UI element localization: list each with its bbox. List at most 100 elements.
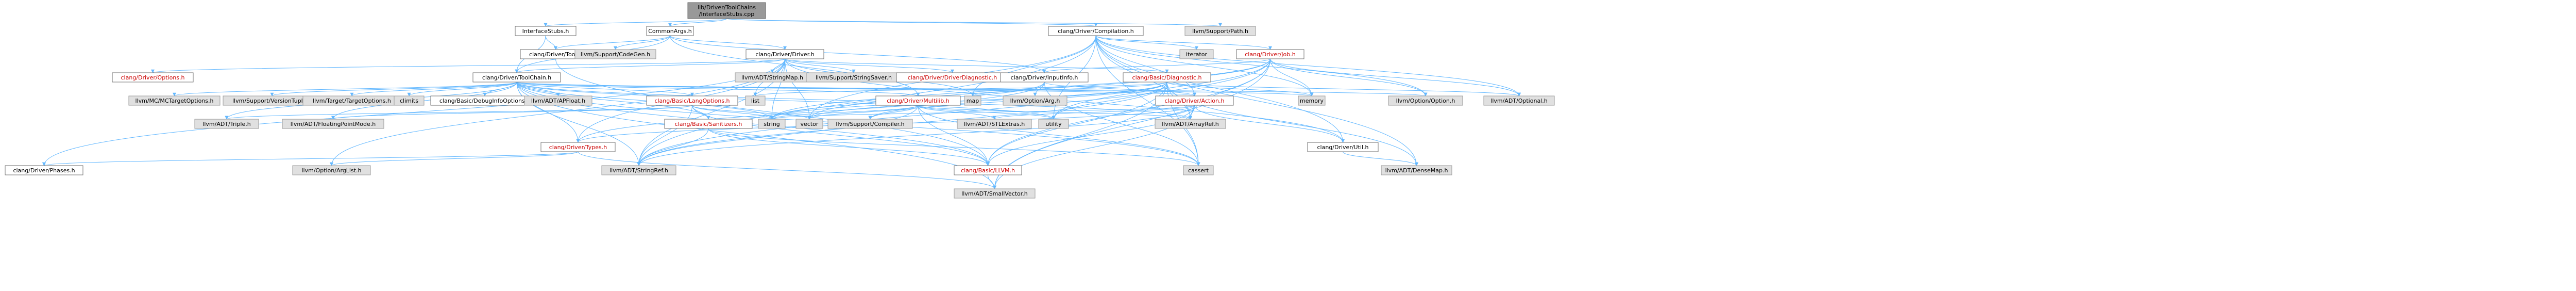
edge-action_h-to-llvm_h <box>986 105 1195 166</box>
edge-langopts_h-to-triple_h <box>225 105 692 120</box>
node-label: clang/Basic/Diagnostic.h <box>1132 74 1202 81</box>
node-box <box>1307 142 1379 152</box>
node-fpmode_h[interactable]: llvm/ADT/FloatingPointMode.h <box>282 119 384 129</box>
edge-inputinfo_h-to-optionarg_h <box>1033 82 1045 96</box>
node-box <box>1483 95 1555 106</box>
node-label: llvm/ADT/APFloat.h <box>531 98 585 104</box>
edge-root-to-compilation_h <box>726 18 1097 27</box>
node-label: clang/Driver/Types.h <box>549 144 607 151</box>
node-box <box>5 165 83 175</box>
node-box <box>1003 95 1067 106</box>
node-label: CommonArgs.h <box>648 28 692 35</box>
node-map[interactable]: map <box>964 95 981 106</box>
edge-job_h-to-optionoption_h <box>1270 58 1428 96</box>
edge-sanitizers_h-to-llvm_h <box>708 128 990 166</box>
node-triple_h[interactable]: llvm/ADT/Triple.h <box>194 119 259 129</box>
node-box <box>540 142 616 152</box>
edge-driver_h-to-options_h <box>151 58 785 73</box>
edge-multilib_h-to-stringref_h <box>637 105 919 166</box>
node-utility[interactable]: utility <box>1038 119 1069 129</box>
node-box <box>524 95 592 106</box>
node-interfacestubs_h[interactable]: InterfaceStubs.h <box>515 26 577 36</box>
node-vector[interactable]: vector <box>795 119 823 129</box>
node-label: clang/Driver/Driver.h <box>755 51 814 58</box>
node-smallvector_h[interactable]: llvm/ADT/SmallVector.h <box>954 188 1036 199</box>
node-stringmap_h[interactable]: llvm/ADT/StringMap.h <box>735 72 810 83</box>
node-label: clang/Basic/LLVM.h <box>961 167 1015 174</box>
node-commonargs_h[interactable]: CommonArgs.h <box>646 26 694 36</box>
node-list[interactable]: list <box>745 95 766 106</box>
node-root[interactable]: lib/Driver/ToolChains/InterfaceStubs.cpp <box>687 2 766 19</box>
edge-toolchain_h-to-targetopts_h <box>350 82 517 96</box>
node-diagnostic_h[interactable]: clang/Basic/Diagnostic.h <box>1123 72 1211 83</box>
node-versiontuple_h[interactable]: llvm/Support/VersionTuple.h <box>223 95 321 106</box>
node-arrayref_h[interactable]: llvm/ADT/ArrayRef.h <box>1155 119 1226 129</box>
node-util_h[interactable]: clang/Driver/Util.h <box>1307 142 1379 152</box>
node-box <box>128 95 221 106</box>
node-optionarg_h[interactable]: llvm/Option/Arg.h <box>1003 95 1067 106</box>
node-toolchain_h[interactable]: clang/Driver/ToolChain.h <box>472 72 561 83</box>
node-cassert[interactable]: cassert <box>1183 165 1214 175</box>
node-stringref_h[interactable]: llvm/ADT/StringRef.h <box>601 165 676 175</box>
node-apfloat_h[interactable]: llvm/ADT/APFloat.h <box>524 95 592 106</box>
edge-langopts_h-to-stringref_h <box>637 105 692 166</box>
node-label: llvm/MC/MCTargetOptions.h <box>135 98 213 104</box>
node-types_h[interactable]: clang/Driver/Types.h <box>540 142 616 152</box>
node-climits[interactable]: climits <box>394 95 425 106</box>
node-inputinfo_h[interactable]: clang/Driver/InputInfo.h <box>1000 72 1089 83</box>
edge-root-to-commonargs_h <box>668 18 727 27</box>
node-llvm_h[interactable]: clang/Basic/LLVM.h <box>954 165 1022 175</box>
node-optional_h[interactable]: llvm/ADT/Optional.h <box>1483 95 1555 106</box>
node-sanitizers_h[interactable]: clang/Basic/Sanitizers.h <box>664 119 753 129</box>
node-box <box>1236 49 1304 59</box>
node-box <box>574 49 656 59</box>
node-compiler_h[interactable]: llvm/Support/Compiler.h <box>827 119 913 129</box>
node-driverdiag_h[interactable]: clang/Driver/DriverDiagnostic.h <box>896 72 1009 83</box>
node-densemap_h[interactable]: llvm/ADT/DenseMap.h <box>1381 165 1452 175</box>
edge-toolchain_h-to-langopts_h <box>516 82 694 96</box>
node-multilib_h[interactable]: clang/Driver/Multilib.h <box>875 95 961 106</box>
node-stlextras_h[interactable]: llvm/ADT/STLExtras.h <box>957 119 1032 129</box>
node-targetopts_h[interactable]: llvm/Target/TargetOptions.h <box>302 95 401 106</box>
node-label: clang/Driver/ToolChain.h <box>482 74 551 81</box>
node-compilation_h[interactable]: clang/Driver/Compilation.h <box>1048 26 1144 36</box>
node-mctarget_h[interactable]: llvm/MC/MCTargetOptions.h <box>128 95 221 106</box>
edge-compilation_h-to-densemap_h <box>1095 35 1418 166</box>
node-action_h[interactable]: clang/Driver/Action.h <box>1155 95 1234 106</box>
node-box <box>1155 119 1226 129</box>
node-box <box>875 95 961 106</box>
node-iterator[interactable]: iterator <box>1179 49 1214 59</box>
node-box <box>1381 165 1452 175</box>
node-box <box>1179 49 1214 59</box>
node-job_h[interactable]: clang/Driver/Job.h <box>1236 49 1304 59</box>
edge-toolchain_h-to-stringref_h <box>516 82 641 166</box>
node-stringsaver_h[interactable]: llvm/Support/StringSaver.h <box>806 72 902 83</box>
node-options_h[interactable]: clang/Driver/Options.h <box>112 72 194 83</box>
node-phases_h[interactable]: clang/Driver/Phases.h <box>5 165 83 175</box>
edge-diagnostic_h-to-list <box>753 82 1167 96</box>
node-optionoption_h[interactable]: llvm/Option/Option.h <box>1388 95 1463 106</box>
node-label: llvm/ADT/StringRef.h <box>609 167 668 174</box>
edge-toolchain_h-to-apfloat_h <box>516 82 560 96</box>
node-arglist_h[interactable]: llvm/Option/ArgList.h <box>292 165 371 175</box>
node-box <box>1000 72 1089 83</box>
node-debuginfo_h[interactable]: clang/Basic/DebugInfoOptions.h <box>430 95 539 106</box>
edge-multilib_h-to-cassert <box>918 105 1200 166</box>
node-driver_h[interactable]: clang/Driver/Driver.h <box>745 49 824 59</box>
edge-compilation_h-to-map <box>971 35 1096 96</box>
edge-interfacestubs_h-to-tool_h <box>545 35 557 50</box>
edge-action_h-to-stlextras_h <box>992 105 1195 120</box>
node-codegen_h[interactable]: llvm/Support/CodeGen.h <box>574 49 656 59</box>
edge-driver_h-to-stringsaver_h <box>785 58 856 73</box>
node-label: utility <box>1045 121 1062 127</box>
edge-commonargs_h-to-tool_h <box>554 35 670 50</box>
edge-diagnostic_h-to-vector <box>807 82 1167 120</box>
node-langopts_h[interactable]: clang/Basic/LangOptions.h <box>646 95 738 106</box>
node-label: llvm/Option/Option.h <box>1396 98 1455 104</box>
node-memory[interactable]: memory <box>1298 95 1326 106</box>
node-box <box>646 95 738 106</box>
edge-toolchain_h-to-utility <box>516 82 1056 120</box>
node-string[interactable]: string <box>758 119 786 129</box>
node-path_h[interactable]: llvm/Support/Path.h <box>1184 26 1256 36</box>
edge-langopts_h-to-sanitizers_h <box>692 105 710 120</box>
